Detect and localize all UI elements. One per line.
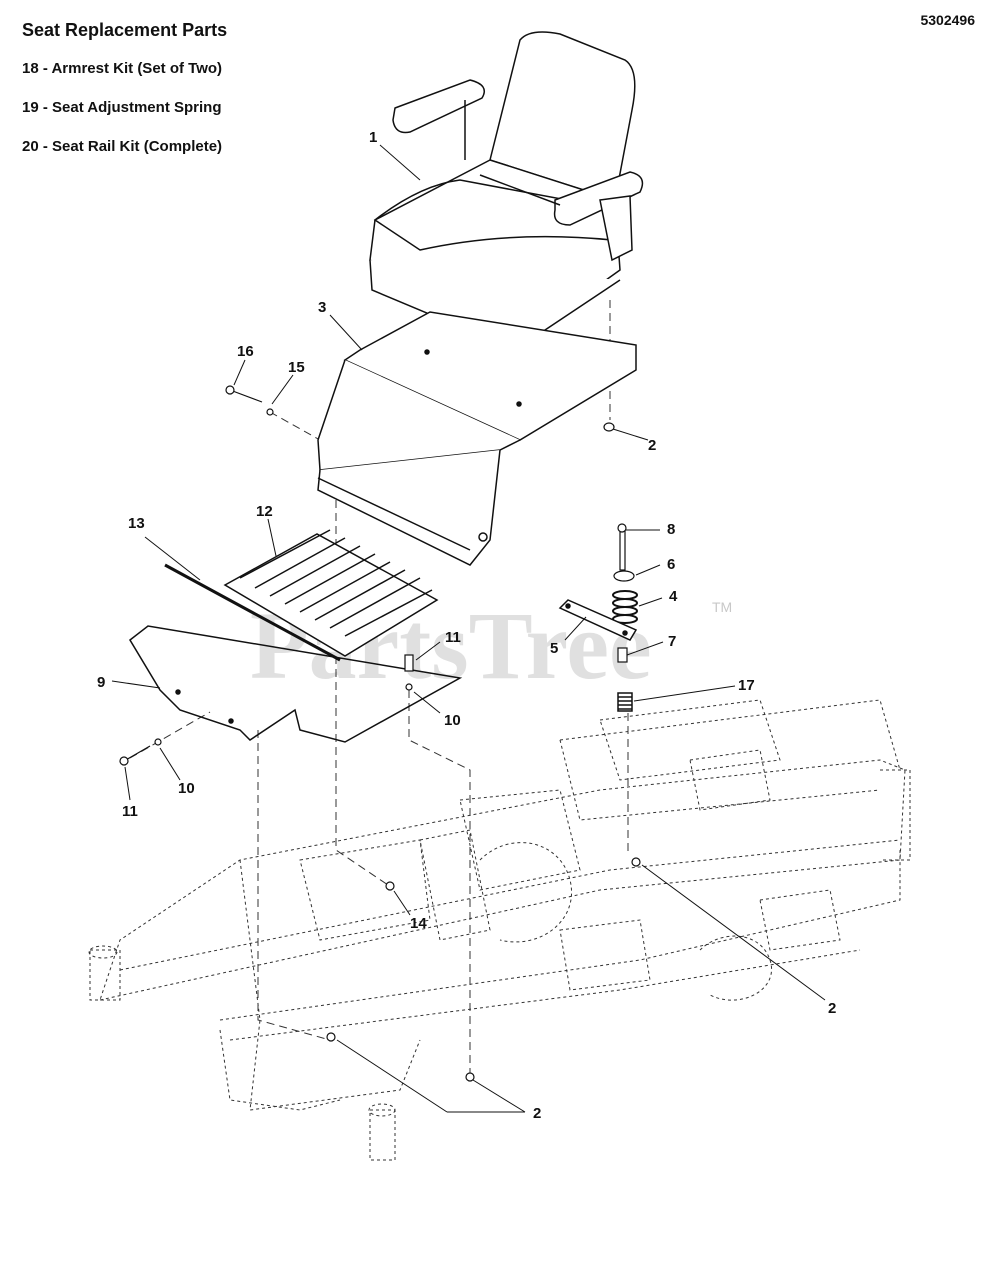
page-title: Seat Replacement Parts (22, 20, 228, 40)
seat (369, 31, 644, 351)
callout-1: 1 (369, 129, 377, 146)
parts-list-item: 18 - Armrest Kit (Set of Two) (22, 60, 223, 77)
callout-11-lower: 11 (122, 803, 138, 820)
callout-15: 15 (288, 359, 305, 376)
callout-4: 4 (669, 588, 678, 605)
seat-pan (317, 311, 637, 566)
spring-17 (617, 692, 633, 712)
bolt-16 (225, 385, 274, 416)
callout-13: 13 (128, 515, 145, 532)
parts-list-item: 20 - Seat Rail Kit (Complete) (22, 138, 223, 155)
mat-trim-strip (164, 563, 341, 662)
plate-5 (558, 599, 638, 641)
callout-6: 6 (667, 556, 675, 573)
callout-8: 8 (667, 521, 675, 538)
nut-14 (385, 881, 395, 891)
bolt-11-lower (119, 738, 162, 766)
nut-2-left (326, 1032, 336, 1042)
document-number: 5302496 (920, 12, 975, 28)
callout-2-lower: 2 (533, 1105, 541, 1122)
callout-2-upper: 2 (648, 437, 656, 454)
callout-9: 9 (97, 674, 105, 691)
callout-2-right: 2 (828, 1000, 836, 1017)
adjustment-bolt-8 (617, 523, 627, 571)
callouts: 1 3 16 15 2 8 6 4 5 7 17 13 12 11 9 10 1… (97, 129, 836, 1122)
nut-2-upper (603, 422, 615, 432)
callout-10-upper: 10 (444, 712, 461, 729)
callout-14: 14 (410, 915, 427, 932)
spring-4 (612, 590, 638, 624)
leader-lines (111, 144, 826, 1113)
nut-2-center (465, 1072, 475, 1082)
watermark-tm: TM (712, 599, 732, 615)
tractor-frame (88, 699, 911, 1161)
callout-5: 5 (550, 640, 558, 657)
callout-16: 16 (237, 343, 254, 360)
callout-10-lower: 10 (178, 780, 195, 797)
replacement-parts-list: 18 - Armrest Kit (Set of Two) 19 - Seat … (22, 60, 222, 177)
parts-list-item: 19 - Seat Adjustment Spring (22, 99, 222, 116)
callout-11-upper: 11 (445, 629, 461, 646)
callout-17: 17 (738, 677, 755, 694)
callout-12: 12 (256, 503, 273, 520)
floor-plate (129, 625, 463, 743)
floor-mat (223, 529, 439, 657)
callout-3: 3 (318, 299, 326, 316)
nut-2-right (631, 857, 641, 867)
spacer-7 (617, 647, 628, 663)
bolt-11-upper (404, 654, 414, 691)
callout-7: 7 (668, 633, 676, 650)
washer-6 (613, 570, 635, 582)
